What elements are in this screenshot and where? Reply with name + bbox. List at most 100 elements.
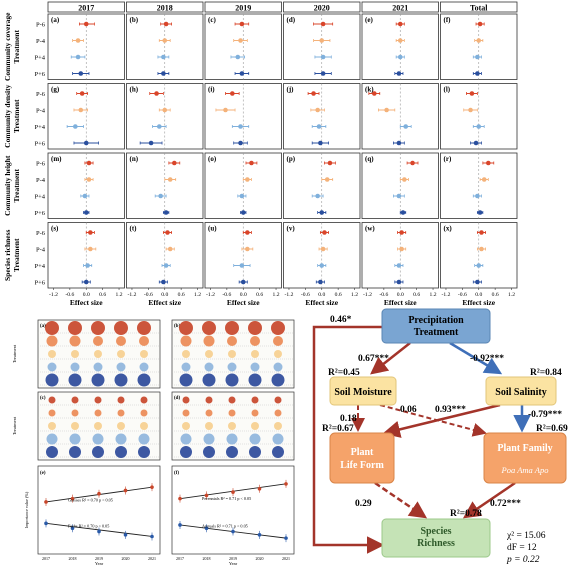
x-tick-label: 1.2	[508, 292, 515, 298]
bubble	[68, 321, 82, 335]
node-plant-family-label: Plant Family	[497, 443, 552, 454]
year-header-box	[47, 1, 125, 13]
regression-x-label: Year	[229, 561, 238, 565]
bubble	[117, 422, 125, 430]
x-tick-label: 0.0	[83, 292, 90, 298]
node-soil-moisture-label: Soil Moisture	[334, 387, 392, 398]
node-plant-family-sub: Poa Ama Apo	[501, 465, 549, 475]
bubble	[182, 396, 190, 404]
panel-letter: (p)	[287, 155, 296, 163]
node-life-form	[329, 432, 395, 484]
effect-point	[163, 21, 169, 27]
x-tick-label: -1.2	[206, 292, 215, 298]
bubble	[248, 321, 262, 335]
effect-point	[83, 21, 89, 27]
node-plant-family	[483, 432, 567, 484]
effect-point	[316, 124, 322, 129]
x-tick-label: -1.2	[285, 292, 294, 298]
bubble-row-label: Treatment	[12, 344, 17, 363]
x-tick-label: 0.0	[318, 292, 325, 298]
panel-letter: (i)	[208, 86, 215, 94]
treatment-label: P+6	[34, 280, 45, 287]
regression-point	[97, 491, 101, 496]
bubble-panel-letter: (b)	[174, 324, 180, 329]
year-header-box	[361, 1, 439, 13]
upper-series-label: Perennials R² = 0.71 p < 0.05	[202, 496, 251, 501]
regression-letter: (e)	[40, 471, 46, 476]
arrow-treatment-salinity	[449, 341, 503, 375]
x-tick-label: 1.2	[194, 292, 201, 298]
year-header: 2020	[314, 4, 330, 13]
effect-point	[320, 54, 326, 60]
regression-point	[204, 526, 209, 531]
bubble	[92, 433, 104, 445]
bubble	[140, 422, 148, 430]
treatment-label: P+4	[34, 194, 45, 201]
bubble	[48, 409, 56, 417]
effect-point	[400, 210, 406, 215]
x-tick-label: 1.2	[116, 292, 123, 298]
x-tick-label: 0.6	[99, 292, 106, 298]
regression-point	[257, 533, 262, 537]
treatment-label: P-4	[36, 38, 46, 45]
effect-point	[240, 210, 246, 215]
row-treatment-label: Treatment	[12, 30, 21, 64]
bubble	[182, 350, 190, 358]
bubble	[116, 362, 126, 372]
bubble	[45, 321, 59, 335]
effect-point	[320, 71, 326, 76]
effect-point	[315, 107, 320, 113]
panel-letter: (t)	[130, 225, 138, 233]
regression-point	[70, 526, 75, 531]
effect-point	[396, 263, 402, 268]
effect-point	[320, 21, 326, 27]
coef-treat-moist: 0.67***	[358, 354, 389, 364]
effect-point	[162, 38, 168, 43]
bubble	[69, 433, 81, 445]
effect-point	[238, 124, 243, 129]
regression-point	[257, 487, 262, 491]
bubble	[69, 446, 81, 458]
x-tick-label: 0.6	[335, 292, 342, 298]
effect-point	[402, 177, 407, 182]
effect-point	[473, 140, 479, 146]
bubble	[92, 446, 104, 458]
effect-point	[158, 193, 163, 199]
bubble	[116, 336, 126, 346]
bubble	[272, 433, 284, 445]
effect-point	[469, 91, 475, 96]
bubble	[140, 350, 148, 358]
arrow-moisture-family	[379, 404, 487, 437]
x-tick-label: -1.2	[128, 292, 137, 298]
node-species-richness	[381, 518, 491, 558]
bubble	[227, 336, 237, 346]
effect-point	[75, 54, 81, 60]
x-axis-label: Effect size	[148, 298, 181, 307]
panel-letter: (m)	[51, 155, 62, 163]
bubble	[271, 321, 285, 335]
bubble	[226, 446, 238, 458]
bubble	[203, 433, 215, 445]
bubble	[179, 321, 193, 335]
treatment-label: P+4	[34, 124, 45, 131]
arrow-family-richness	[462, 481, 516, 519]
effect-point	[238, 140, 243, 146]
bubble	[251, 409, 259, 417]
effect-point	[396, 193, 402, 199]
bubble	[204, 362, 214, 372]
effect-point	[475, 279, 480, 285]
bubble	[70, 362, 80, 372]
regression-point	[178, 496, 182, 501]
bubble	[251, 422, 259, 430]
panel-letter: (r)	[444, 155, 452, 163]
regression-x-tick: 2019	[229, 556, 237, 561]
coef-moist-life: 0.18	[340, 414, 357, 424]
bubble	[203, 335, 215, 347]
regression-point	[150, 485, 154, 489]
fit-df: dF = 12	[507, 543, 537, 553]
bubble-row-label: Treatment	[12, 416, 17, 435]
effect-point	[396, 71, 402, 76]
panel-letter: (e)	[365, 16, 373, 24]
bubble	[138, 446, 150, 458]
